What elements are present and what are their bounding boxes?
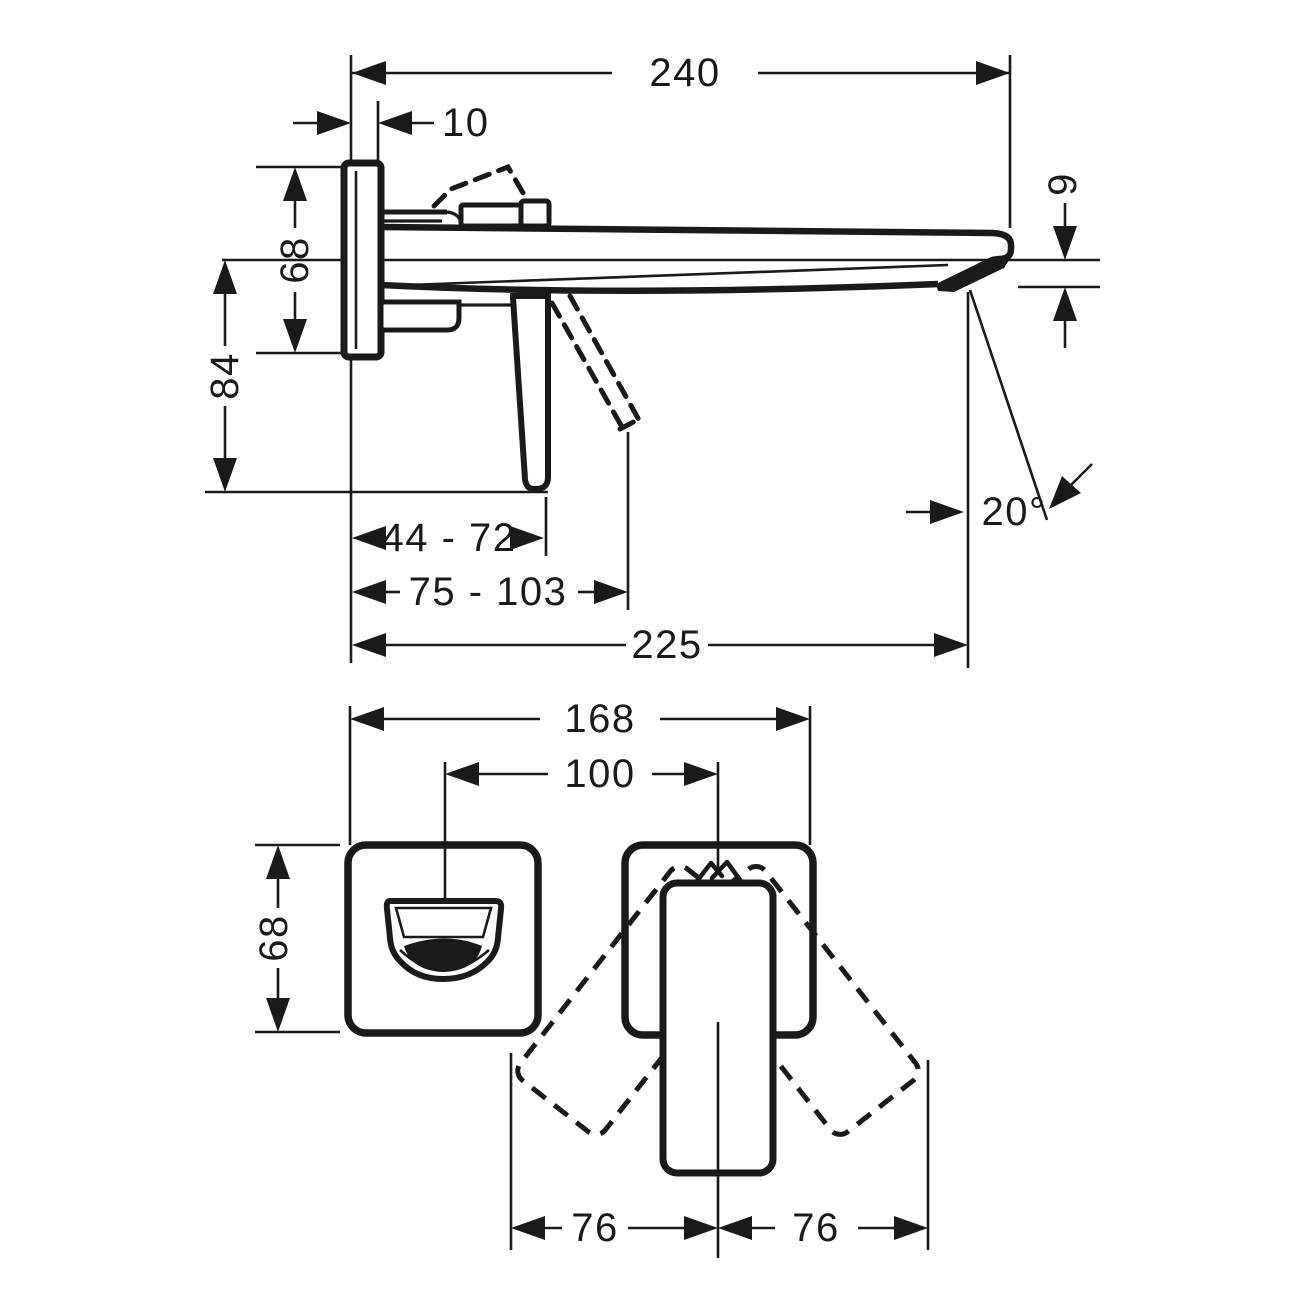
- brand-mark-icon: [694, 859, 743, 884]
- cartridge-cap-side: [518, 198, 552, 229]
- spout-underside-edge: [380, 263, 949, 288]
- wall-escutcheon-side: [340, 159, 385, 361]
- dim-84-label: 84: [203, 352, 247, 400]
- dim-44-72-label: 44 - 72: [381, 516, 516, 560]
- dim-center-distance: 100: [445, 752, 718, 796]
- spout-opening-front: [404, 938, 482, 972]
- dim-escutcheon-height-side: 68: [273, 167, 317, 353]
- dim-68-side-label: 68: [273, 236, 317, 284]
- dim-168-label: 168: [564, 697, 635, 741]
- handle-side: [510, 293, 551, 492]
- handle-swing-dashed-side: [549, 293, 644, 432]
- dim-overall-span: 168: [350, 697, 810, 741]
- dim-spout-tip-height: 9: [1041, 172, 1085, 348]
- dim-75-103-label: 75 - 103: [409, 570, 568, 614]
- spout-outlet-front: [383, 898, 505, 983]
- cartridge-housing-side: [458, 202, 524, 229]
- spout-bottom-outline: [380, 280, 939, 294]
- dim-handle-drop: 84: [203, 260, 247, 492]
- front-view: 168 100 68 76 76: [252, 697, 930, 1258]
- dim-spray-angle: 20°: [906, 463, 1093, 534]
- dim-spout-reach: 225: [352, 623, 968, 667]
- dim-20-label: 20°: [982, 490, 1047, 534]
- dim-76-right-label: 76: [792, 1206, 840, 1250]
- aerator-side: [936, 257, 1009, 292]
- lower-trim-side: [378, 299, 462, 333]
- spout-outlet-face: [394, 906, 493, 939]
- dim-68-front-label: 68: [252, 914, 296, 962]
- dim-9-label: 9: [1041, 172, 1085, 196]
- dim-handle-swing: 76 76: [511, 1206, 928, 1250]
- handle-raised-dashed: [431, 163, 529, 209]
- dim-handle-reach: 75 - 103: [352, 570, 628, 614]
- side-view: 240 10 68 84: [203, 51, 1100, 668]
- dim-handle-clearance: 44 - 72: [352, 516, 544, 560]
- dim-240-label: 240: [649, 51, 720, 95]
- dim-225-label: 225: [631, 623, 702, 667]
- dim-escutcheon-depth: 10: [293, 101, 490, 145]
- spout-top-outline: [380, 223, 1015, 264]
- dim-escutcheon-height-front: 68: [252, 845, 296, 1032]
- dim-100-label: 100: [564, 752, 635, 796]
- dim-overall-width: 240: [352, 51, 1010, 95]
- dim-76-left-label: 76: [571, 1206, 619, 1250]
- dim-10-label: 10: [442, 101, 490, 145]
- spray-angle-line: [968, 289, 1049, 521]
